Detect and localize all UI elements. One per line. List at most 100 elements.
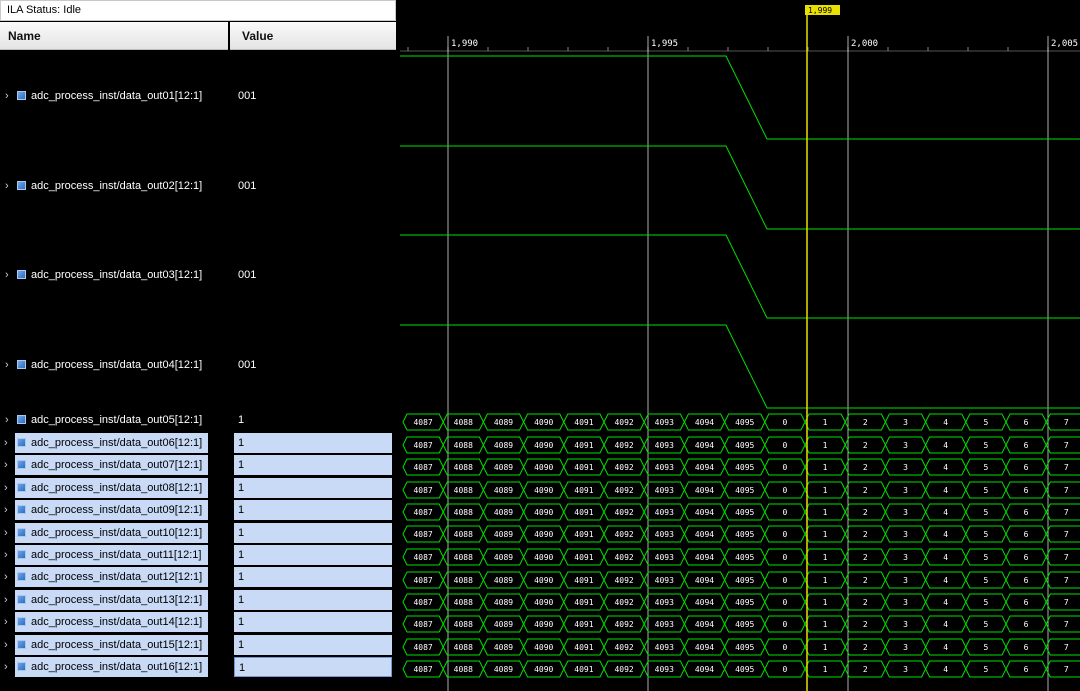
bus-value-label: 4095 [735,620,754,629]
bus-value-label: 4091 [574,576,593,585]
signal-row[interactable]: › adc_process_inst/data_out02[12:1] [0,176,228,196]
signal-row[interactable]: ›adc_process_inst/data_out11[12:1] [4,545,208,565]
bus-value-label: 4088 [454,418,473,427]
expand-chevron-icon[interactable]: › [4,616,8,628]
signal-row[interactable]: ›adc_process_inst/data_out05[12:1] [0,410,228,430]
expand-chevron-icon[interactable]: › [4,639,8,651]
bus-value-label: 3 [903,620,908,629]
signal-value[interactable]: 001 [238,180,257,192]
bus-value-label: 4087 [413,598,432,607]
bus-value-label: 5 [983,508,988,517]
signal-row[interactable]: ›adc_process_inst/data_out06[12:1] [4,433,208,453]
bus-value-label: 0 [782,665,787,674]
signal-value[interactable]: 1 [234,433,392,453]
signal-row[interactable]: ›adc_process_inst/data_out08[12:1] [4,478,208,498]
bus-value-label: 2 [863,620,868,629]
signal-value[interactable]: 1 [234,545,392,565]
bus-icon [17,550,26,559]
bus-value-label: 3 [903,598,908,607]
ila-status-value: Idle [63,4,82,16]
signal-value[interactable]: 001 [238,269,257,281]
bus-value-label: 4090 [534,508,553,517]
bus-value-label: 4091 [574,418,593,427]
signal-value[interactable]: 1 [234,657,392,677]
bus-value-label: 4088 [454,486,473,495]
signal-name: adc_process_inst/data_out14[12:1] [31,616,203,628]
analog-trace [400,324,1080,409]
signal-value[interactable]: 1 [234,500,392,520]
signal-row[interactable]: ›adc_process_inst/data_out12[12:1] [4,567,208,587]
bus-value-label: 4094 [695,553,714,562]
signal-value[interactable]: 1 [234,635,392,655]
bus-value-label: 4087 [413,508,432,517]
signal-value[interactable]: 1 [234,455,392,475]
expand-chevron-icon[interactable]: › [4,437,8,449]
bus-value-label: 5 [983,553,988,562]
signal-value[interactable]: 1 [238,414,245,426]
bus-value-label: 2 [863,441,868,450]
bus-value-label: 4 [943,598,948,607]
bus-value-label: 4090 [534,463,553,472]
bus-value-label: 4 [943,463,948,472]
expand-chevron-icon[interactable]: › [4,594,8,606]
expand-chevron-icon[interactable]: › [4,571,8,583]
bus-icon [17,505,26,514]
signal-value[interactable]: 1 [234,523,392,543]
bus-value-label: 7 [1064,441,1069,450]
expand-chevron-icon[interactable]: › [4,527,8,539]
expand-chevron-icon[interactable]: › [4,661,8,673]
signal-name: adc_process_inst/data_out03[12:1] [31,269,203,281]
bus-segment [1045,481,1080,499]
bus-value-label: 4088 [454,620,473,629]
signal-row[interactable]: ›adc_process_inst/data_out13[12:1] [4,590,208,610]
expand-chevron-icon[interactable]: › [4,504,8,516]
expand-chevron-icon[interactable]: › [5,180,9,192]
bus-value-label: 4089 [494,508,513,517]
signal-row[interactable]: ›adc_process_inst/data_out10[12:1] [4,523,208,543]
signal-value[interactable]: 001 [238,90,257,102]
bus-value-label: 4 [943,441,948,450]
bus-value-label: 4087 [413,620,432,629]
signal-row[interactable]: ›adc_process_inst/data_out01[12:1] [0,86,228,106]
signal-row[interactable]: ›adc_process_inst/data_out15[12:1] [4,635,208,655]
time-label: 1,990 [451,39,478,49]
bus-value-label: 4089 [494,530,513,539]
bus-value-label: 4090 [534,576,553,585]
bus-value-label: 4092 [614,598,633,607]
bus-segment [1045,525,1080,543]
bus-value-label: 4093 [655,643,674,652]
signal-row[interactable]: ›adc_process_inst/data_out09[12:1] [4,500,208,520]
expand-chevron-icon[interactable]: › [4,549,8,561]
value-column-header[interactable]: Value [230,22,396,50]
expand-chevron-icon[interactable]: › [5,359,9,371]
expand-chevron-icon[interactable]: › [4,459,8,471]
bus-value-label: 6 [1024,665,1029,674]
bus-value-label: 1 [823,508,828,517]
signal-value[interactable]: 1 [234,567,392,587]
expand-chevron-icon[interactable]: › [5,269,9,281]
signal-row[interactable]: › adc_process_inst/data_out16[12:1] [4,657,208,677]
signal-row[interactable]: ›adc_process_inst/data_out04[12:1] [0,355,228,375]
bus-value-label: 4091 [574,598,593,607]
bus-value-label: 4091 [574,530,593,539]
name-column-header[interactable]: Name [0,22,228,50]
expand-chevron-icon[interactable]: › [5,414,9,426]
signal-name: adc_process_inst/data_out02[12:1] [31,180,203,192]
signal-row[interactable]: › adc_process_inst/data_out14[12:1] [4,612,208,632]
bus-value-label: 4 [943,486,948,495]
bus-value-label: 5 [983,418,988,427]
bus-value-label: 6 [1024,508,1029,517]
signal-row[interactable]: ›adc_process_inst/data_out07[12:1] [4,455,208,475]
signal-name: adc_process_inst/data_out16[12:1] [31,661,203,673]
signal-value[interactable]: 1 [234,478,392,498]
signal-value[interactable]: 1 [234,612,392,632]
signal-value[interactable]: 001 [238,359,257,371]
signal-value[interactable]: 1 [234,590,392,610]
bus-value-label: 5 [983,598,988,607]
expand-chevron-icon[interactable]: › [5,90,9,102]
bus-value-label: 1 [823,486,828,495]
signal-row[interactable]: › adc_process_inst/data_out03[12:1] [0,265,228,285]
expand-chevron-icon[interactable]: › [4,482,8,494]
bus-value-label: 4089 [494,553,513,562]
